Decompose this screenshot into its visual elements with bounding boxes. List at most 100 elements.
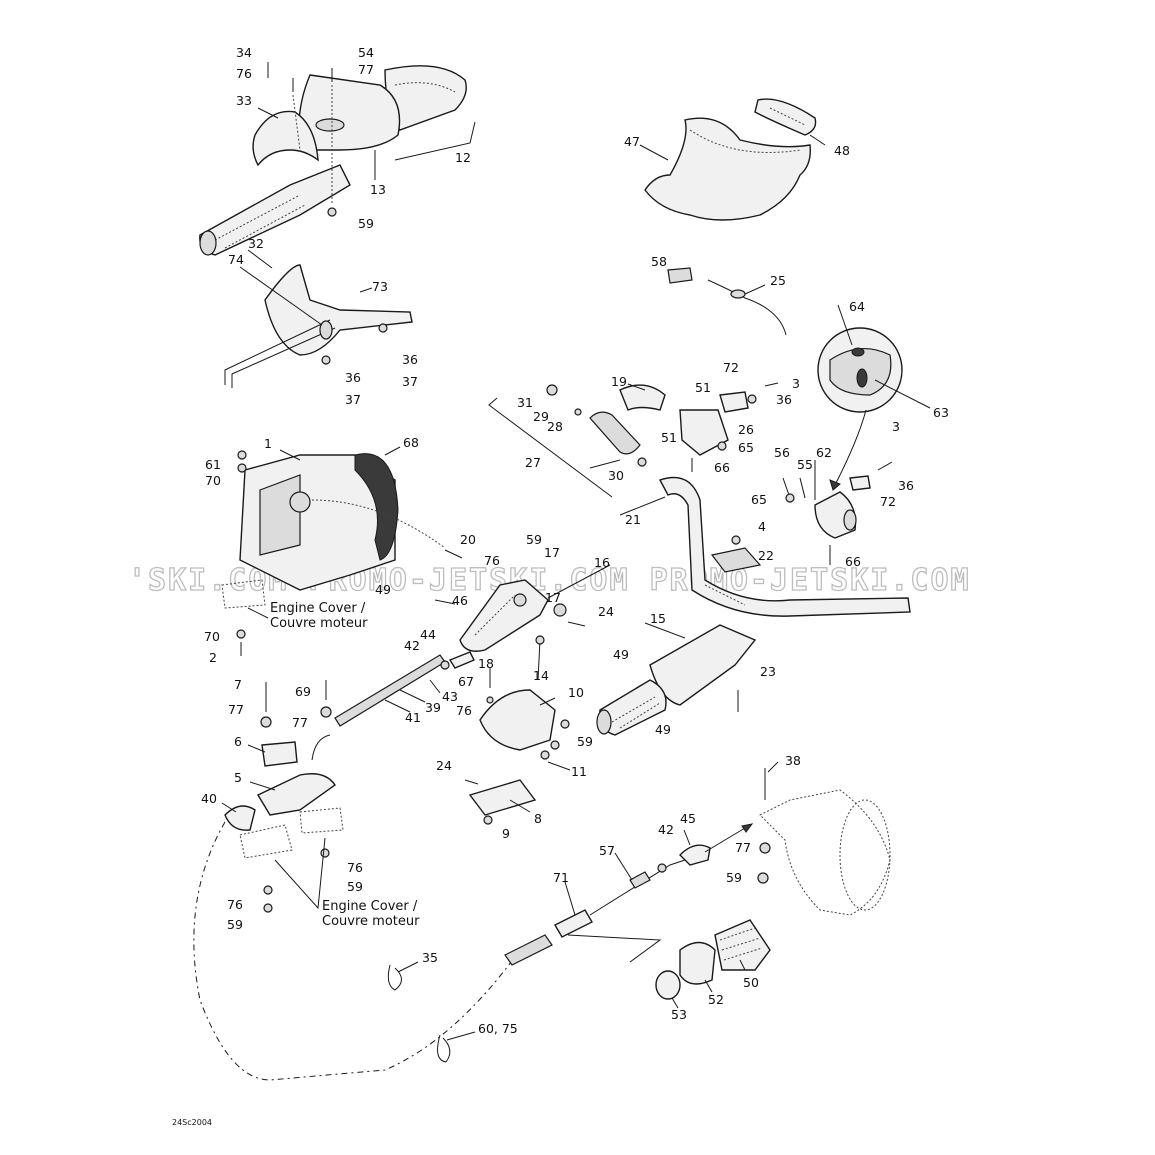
washer-30: [637, 457, 647, 467]
screw-73: [359, 287, 373, 293]
callout-label: 61: [205, 457, 221, 472]
leader-11: [547, 761, 571, 771]
callout-label: 9: [502, 826, 510, 841]
cable-arrow-head: [741, 823, 754, 833]
cable-57-ferrule: [629, 871, 651, 889]
screw-3-top: [764, 382, 779, 387]
leader-33: [257, 107, 279, 119]
callout-label: 67: [458, 674, 474, 689]
callout-label: 54: [358, 45, 374, 60]
callout-label: 34: [236, 45, 252, 60]
leader-39: [399, 689, 426, 703]
callout-label: 11: [571, 764, 587, 779]
washer-76-right: [320, 848, 330, 858]
callout-label: 21: [625, 512, 641, 527]
cable-71-ferrule: [554, 909, 593, 938]
steering-cable: [311, 651, 475, 761]
callout-label: 37: [402, 374, 418, 389]
engine-cover-note-1: Engine Cover / Couvre moteur: [270, 601, 368, 631]
callout-label: 45: [680, 811, 696, 826]
callout-label: 66: [845, 554, 861, 569]
callout-label: 36: [402, 352, 418, 367]
leader-25: [744, 284, 766, 295]
callout-label: 59: [347, 879, 363, 894]
switch-detail: [817, 327, 903, 491]
bracket-72-right: [849, 475, 871, 491]
leader-15: [644, 622, 686, 639]
callout-label: 77: [735, 840, 751, 855]
callout-label: 30: [608, 468, 624, 483]
screw-20: [444, 549, 463, 559]
leader-35: [397, 961, 419, 973]
leader-41: [384, 699, 411, 713]
bracket-27: [488, 397, 613, 498]
handle-cover-hole: [315, 118, 345, 132]
engine-cover-gasket-2: [239, 824, 293, 859]
screw-24-top: [567, 621, 586, 627]
link-14: [537, 639, 541, 681]
drawing-code: 24Sc2004: [172, 1118, 212, 1127]
nut-42: [440, 660, 450, 670]
cable-41: [334, 654, 446, 727]
handlebar-knurl: [704, 584, 746, 606]
callout-label: 76: [227, 897, 243, 912]
leader-40: [221, 802, 237, 813]
throttle-housing: [596, 624, 757, 736]
throttle-housing-15: [649, 624, 757, 706]
engine-cover-leader-1: [247, 607, 269, 619]
callout-label: 35: [422, 950, 438, 965]
nozzle-outline: [757, 768, 891, 916]
callout-label: 72: [723, 360, 739, 375]
nozzle-body: [759, 789, 891, 916]
callout-label: 17: [544, 545, 560, 560]
engine-cover-gasket-1: [221, 579, 266, 609]
callout-label: 52: [708, 992, 724, 1007]
callout-label: 58: [651, 254, 667, 269]
callout-label: 31: [517, 395, 533, 410]
switch-button-63: [856, 368, 868, 388]
screw-3-right: [877, 461, 893, 471]
note-engine-cover-1-line2: Couvre moteur: [270, 616, 368, 631]
steering-arm-assembly: [434, 579, 586, 825]
bracket-bushing: [319, 320, 333, 340]
column-axis: [311, 499, 446, 549]
leader-53: [671, 997, 679, 1009]
callout-label: 70: [204, 629, 220, 644]
callout-label: 43: [442, 689, 458, 704]
callout-label: 60, 75: [478, 1021, 518, 1036]
callout-label: 73: [372, 279, 388, 294]
nut-59-mid: [560, 719, 570, 729]
leader-lines: [221, 107, 931, 1041]
note-engine-cover-2-line1: Engine Cover /: [322, 899, 418, 914]
washer-76-left: [263, 885, 273, 895]
callout-label: 51: [695, 380, 711, 395]
callout-label: 46: [452, 593, 468, 608]
pin-55: [799, 477, 806, 499]
pulley-68: [354, 453, 399, 561]
leader-1: [279, 449, 301, 461]
callout-label: 4: [758, 519, 766, 534]
washer-28: [574, 408, 582, 416]
fitting-50: [714, 919, 771, 971]
steering-column-assembly: [237, 450, 463, 591]
callout-label: 44: [420, 627, 436, 642]
leader-12: [394, 121, 476, 161]
handlebar-tube: [658, 476, 911, 617]
washer-77-left: [260, 716, 272, 728]
support-5: [257, 773, 336, 816]
grip-sleeve-ribs: [611, 696, 661, 729]
leader-16: [547, 564, 611, 599]
leader-43: [429, 679, 441, 694]
cap-6: [261, 741, 298, 767]
callout-label: 20: [460, 532, 476, 547]
nut-53: [655, 970, 681, 1000]
cable-25-ferrule: [730, 289, 746, 299]
leader-47: [639, 144, 669, 161]
bracket-rod: [224, 319, 331, 385]
callout-label: 14: [533, 668, 549, 683]
callout-label: 42: [658, 822, 674, 837]
callout-label: 59: [526, 532, 542, 547]
cable-25-line: [707, 279, 787, 336]
callout-label: 49: [613, 647, 629, 662]
